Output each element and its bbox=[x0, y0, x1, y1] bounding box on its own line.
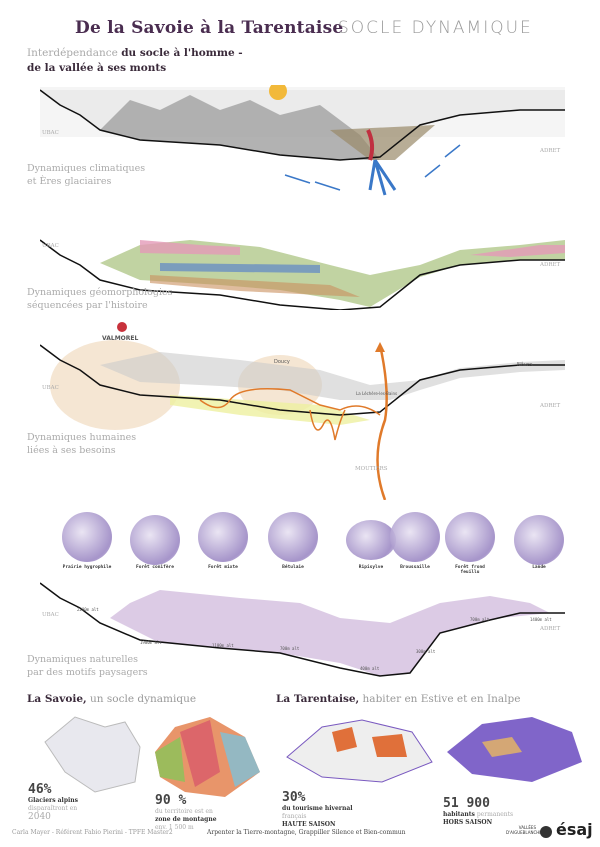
esaj-logo: ésaj bbox=[556, 820, 593, 839]
altitude-label: 1400m alt bbox=[530, 617, 552, 622]
altitude-label: 700m alt bbox=[470, 617, 490, 622]
place-lechere: La Léchère-les-Bains bbox=[356, 391, 398, 396]
motif-label: Lande bbox=[532, 565, 546, 570]
motif-illustration bbox=[445, 512, 495, 562]
motif-illustration bbox=[514, 515, 564, 565]
tarentaise-maps bbox=[286, 717, 582, 783]
motif-label: Broussaille bbox=[400, 565, 430, 570]
intro-bold-1: du socle à l'homme - bbox=[121, 47, 243, 59]
ubac-label: UBAC bbox=[42, 243, 59, 249]
nature-profile bbox=[40, 582, 565, 677]
motif-label: Bétulaie bbox=[282, 565, 304, 570]
altitude-label: 1100m alt bbox=[212, 643, 234, 648]
motif-illustration bbox=[268, 512, 318, 562]
intro-text: Interdépendance du socle à l'homme - de l… bbox=[27, 46, 243, 76]
adret-label: ADRET bbox=[540, 403, 561, 409]
adret-label: ADRET bbox=[540, 626, 561, 632]
poster-title: De la Savoie à la Tarentaise bbox=[75, 18, 344, 38]
motif-label: Forêt conifère bbox=[136, 565, 174, 570]
altitude-label: 2200m alt bbox=[77, 607, 99, 612]
valmorel-marker-icon bbox=[117, 322, 127, 332]
motif-label: Forêt frond feuillu bbox=[455, 565, 485, 575]
adret-label: ADRET bbox=[540, 148, 561, 154]
motif-illustration bbox=[390, 512, 440, 562]
motif-label: Forêt mixte bbox=[208, 565, 238, 570]
adret-label: ADRET bbox=[540, 262, 561, 268]
footer-tagline: Arpenter la Tierre-montagne, Grappiller … bbox=[207, 829, 406, 836]
place-valmorel: VALMOREL bbox=[102, 335, 139, 342]
intro-light: Interdépendance bbox=[27, 47, 118, 59]
intro-bold-2: de la vallée à ses monts bbox=[27, 62, 167, 74]
ubac-label: UBAC bbox=[42, 130, 59, 136]
tarentaise-heading: La Tarentaise, habiter en Estive et en I… bbox=[276, 693, 521, 705]
savoie-heading: La Savoie, un socle dynamique bbox=[27, 693, 197, 705]
climate-profile bbox=[40, 85, 565, 196]
footer-authors: Carla Mayer - Référent Fabio Pierini - T… bbox=[12, 829, 173, 836]
partner-logo: VALLÉES D'AIGUEBLANCHE bbox=[506, 825, 542, 835]
place-naves: Nâves bbox=[517, 362, 533, 368]
altitude-label: 700m alt bbox=[280, 646, 300, 651]
motif-label: Prairie hygrophile bbox=[62, 565, 112, 570]
place-doucy: Doucy bbox=[274, 359, 290, 365]
altitude-label: 1900m alt bbox=[140, 640, 162, 645]
poster-subtitle: SOCLE DYNAMIQUE bbox=[338, 18, 533, 38]
sun-icon bbox=[269, 85, 287, 100]
savoie-maps bbox=[44, 716, 260, 797]
human-profile bbox=[40, 340, 565, 500]
altitude-label: 400m alt bbox=[360, 666, 380, 671]
motif-illustration bbox=[62, 512, 112, 562]
motif-illustration bbox=[346, 520, 396, 560]
motif-label: Ripisylve bbox=[358, 565, 384, 570]
geomorphology-profile bbox=[40, 239, 565, 310]
motif-illustration bbox=[130, 515, 180, 565]
ubac-label: UBAC bbox=[42, 612, 59, 618]
altitude-label: 300m alt bbox=[416, 649, 436, 654]
emblem-icon bbox=[540, 826, 552, 838]
place-moutiers: MOUTIERS bbox=[355, 466, 388, 472]
ubac-label: UBAC bbox=[42, 385, 59, 391]
motif-illustration bbox=[198, 512, 248, 562]
